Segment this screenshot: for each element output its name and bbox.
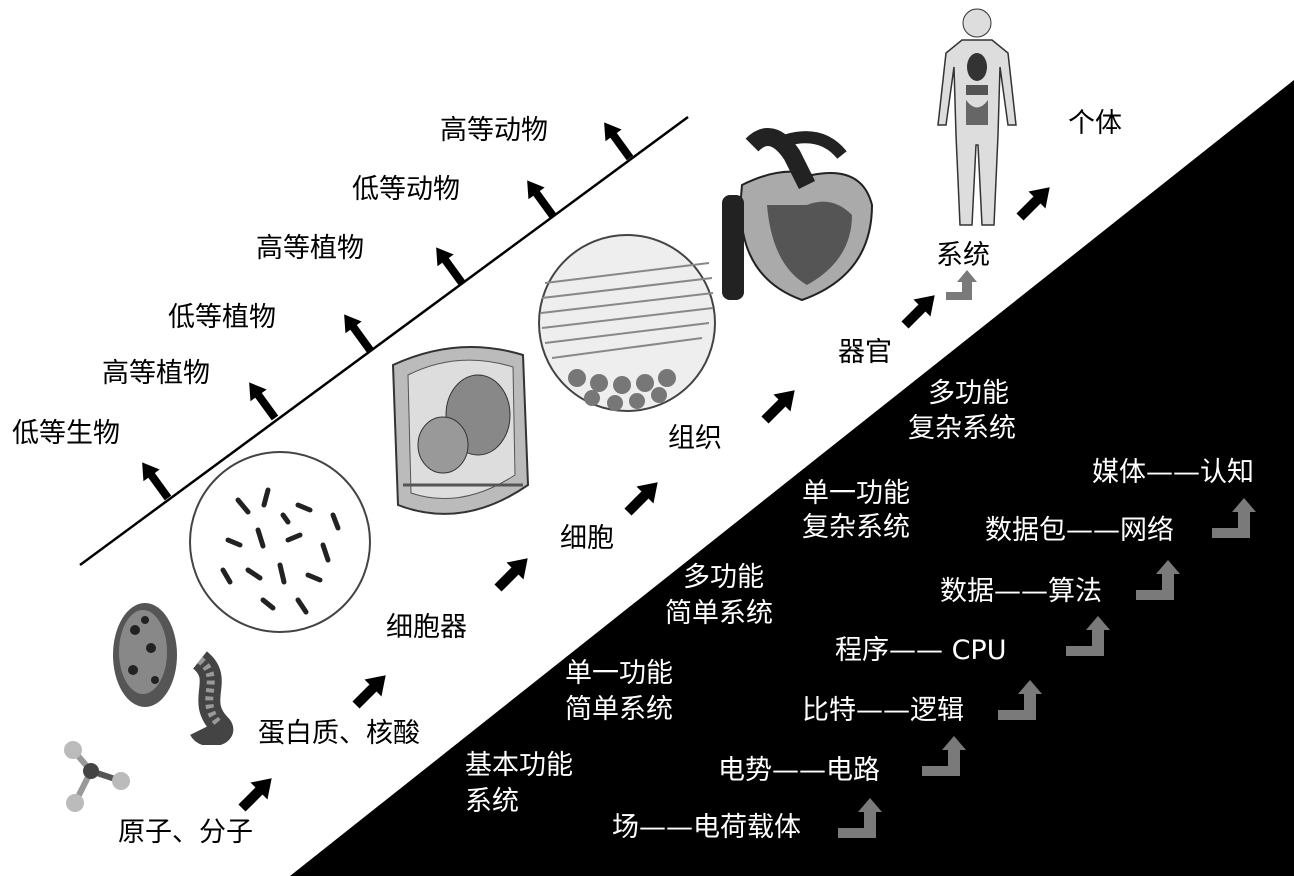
chromosomes-icon	[188, 450, 373, 635]
complexity-single-complex-1: 单一功能	[802, 478, 910, 510]
evo-higher-plants-1: 高等植物	[102, 358, 210, 390]
complexity-basic-1: 基本功能	[465, 750, 573, 782]
level-tissue: 组织	[668, 423, 722, 455]
muscle-tissue-icon	[537, 233, 717, 413]
complexity-single-simple-2: 简单系统	[565, 694, 673, 726]
info-bit-logic: 比特——逻辑	[802, 695, 964, 727]
level-organelle: 细胞器	[386, 612, 467, 644]
evo-higher-plants-2: 高等植物	[256, 233, 364, 265]
plant-cell-icon	[383, 335, 533, 530]
info-data-algorithm: 数据——算法	[940, 576, 1102, 608]
complexity-multi-simple-2: 简单系统	[665, 598, 773, 630]
human-body-icon	[932, 5, 1022, 233]
level-atoms-molecules: 原子、分子	[118, 817, 253, 849]
info-program-cpu: 程序—— CPU	[835, 635, 1006, 667]
evo-lower-organisms: 低等生物	[12, 418, 120, 450]
evo-lower-plants: 低等植物	[168, 302, 276, 334]
evo-lower-animals: 低等动物	[352, 174, 460, 206]
evo-higher-animals: 高等动物	[440, 115, 548, 147]
complexity-single-simple-1: 单一功能	[565, 658, 673, 690]
complexity-basic-2: 系统	[465, 786, 519, 818]
info-media-cognition: 媒体——认知	[1092, 457, 1254, 489]
complexity-multi-complex-1: 多功能	[928, 378, 1009, 410]
info-potential-circuit: 电势——电路	[718, 755, 880, 787]
complexity-single-complex-2: 复杂系统	[802, 512, 910, 544]
info-field-charge: 场——电荷载体	[612, 812, 801, 844]
heart-icon	[712, 125, 877, 305]
level-individual: 个体	[1068, 108, 1122, 140]
complexity-multi-simple-1: 多功能	[683, 562, 764, 594]
level-system: 系统	[936, 240, 990, 272]
info-packet-network: 数据包——网络	[985, 515, 1174, 547]
complexity-multi-complex-2: 复杂系统	[908, 413, 1016, 445]
level-organ: 器官	[838, 337, 892, 369]
level-cell: 细胞	[560, 523, 614, 555]
level-protein-nucleic-acid: 蛋白质、核酸	[258, 718, 420, 750]
